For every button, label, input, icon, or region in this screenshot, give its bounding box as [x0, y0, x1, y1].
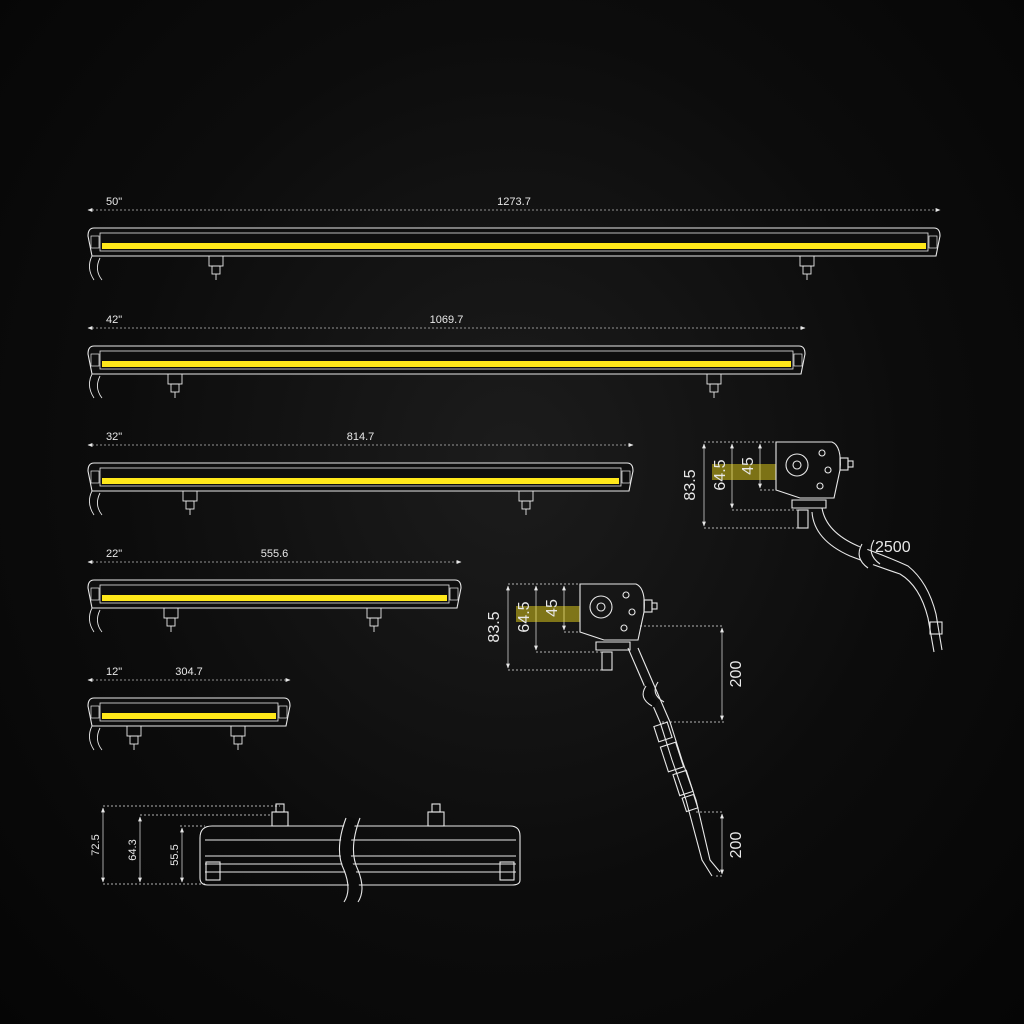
bar-size-label: 22": [106, 548, 122, 560]
bar-size-label: 12": [106, 666, 122, 678]
segment-b-dim: 200: [728, 832, 745, 859]
bar-size-label: 50": [106, 196, 122, 208]
mount-bolt: [230, 725, 246, 737]
bar-length-label: 1273.7: [497, 196, 531, 208]
mount-bolt: [208, 255, 224, 267]
bar-lens-frame: [99, 467, 622, 487]
side-overall-dim: 72.5: [90, 834, 102, 855]
mid-overall-dim: 83.5: [486, 611, 503, 642]
mount-nut: [129, 735, 139, 745]
bar-size-label: 32": [106, 431, 122, 443]
mount-nut: [233, 735, 243, 745]
side-body-dim: 55.5: [169, 844, 181, 865]
mount-nut: [369, 617, 379, 627]
cable-stub: [97, 609, 103, 633]
light-bar-5: 12" 304.7: [87, 666, 291, 751]
top-lens-dim: 45: [740, 457, 757, 475]
cable-stub: [89, 490, 95, 516]
bar-length-label: 1069.7: [430, 314, 464, 326]
bar-size-label: 42": [106, 314, 122, 326]
side-view-drawing: [101, 803, 521, 905]
cable-stub: [97, 375, 103, 399]
mount-bolt: [799, 255, 815, 267]
bar-length-label: 304.7: [175, 666, 203, 678]
end-cap: [90, 705, 100, 719]
top-mid-dim: 64.5: [712, 459, 729, 490]
mount-nut: [166, 617, 176, 627]
led-strip: [102, 713, 276, 719]
led-strip: [102, 361, 791, 367]
top-overall-dim: 83.5: [682, 469, 699, 500]
mount-nut: [709, 383, 719, 393]
bar-lens-frame: [99, 350, 794, 370]
end-cap: [90, 235, 100, 249]
mount-bolt: [182, 490, 198, 502]
end-cap: [793, 353, 803, 367]
cable-stub: [89, 607, 95, 633]
light-bar-4: 22" 555.6: [87, 548, 462, 633]
mount-bolt: [167, 373, 183, 385]
light-bar-3: 32" 814.7: [87, 431, 634, 516]
bar-length-label: 555.6: [261, 548, 289, 560]
segment-a-dim: 200: [728, 661, 745, 688]
bar-lens-frame: [99, 232, 929, 252]
mount-nut: [185, 500, 195, 510]
end-cap: [90, 587, 100, 601]
bar-housing: [87, 579, 462, 609]
cable-stub: [97, 257, 103, 281]
light-bar-2: 42" 1069.7: [87, 314, 806, 399]
bar-lens-frame: [99, 702, 279, 722]
mount-nut: [521, 500, 531, 510]
led-strip: [102, 595, 447, 601]
mid-mid-dim: 64.5: [516, 601, 533, 632]
mid-lens-dim: 45: [544, 599, 561, 617]
mount-bolt: [706, 373, 722, 385]
cable-stub: [97, 727, 103, 751]
cable-stub: [89, 373, 95, 399]
side-mid-dim: 64.3: [127, 839, 139, 860]
bar-lens-frame: [99, 584, 450, 604]
end-cap: [621, 470, 631, 484]
cable-stub: [89, 725, 95, 751]
bar-length-label: 814.7: [347, 431, 375, 443]
mount-bolt: [163, 607, 179, 619]
light-bar-group: 50" 1273.7 42" 1069.7 32" 814.7 22" 555.6 12" 304…: [87, 196, 941, 751]
end-cap: [928, 235, 938, 249]
light-bar-1: 50" 1273.7: [87, 196, 941, 281]
mount-nut: [802, 265, 812, 275]
mount-bolt: [126, 725, 142, 737]
bar-housing: [87, 697, 291, 727]
cable-stub: [97, 492, 103, 516]
bar-housing: [87, 345, 806, 375]
cable-stub: [89, 255, 95, 281]
mount-bolt: [518, 490, 534, 502]
mount-nut: [211, 265, 221, 275]
bar-housing: [87, 227, 941, 257]
bracket-detail-top: [702, 441, 943, 653]
led-strip: [102, 478, 619, 484]
end-cap: [90, 470, 100, 484]
cable-length-dim: 2500: [875, 539, 911, 556]
end-cap: [90, 353, 100, 367]
bar-housing: [87, 462, 634, 492]
mount-bolt: [366, 607, 382, 619]
mount-nut: [170, 383, 180, 393]
end-cap: [278, 705, 288, 719]
led-strip: [102, 243, 926, 249]
end-cap: [449, 587, 459, 601]
bracket-detail-bottom: [506, 583, 724, 877]
